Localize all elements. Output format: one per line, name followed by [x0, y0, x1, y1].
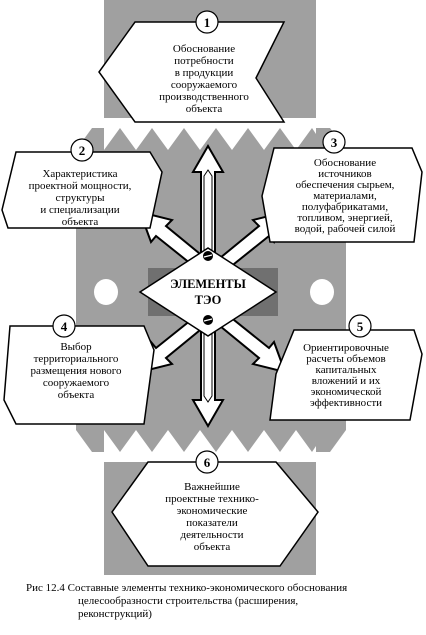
arrow-up: [191, 143, 225, 261]
element-box-4: 4 Выбор территориального размещения ново…: [3, 314, 155, 425]
box-6-line-5: деятельности: [181, 529, 244, 541]
lower-teeth: [104, 430, 316, 462]
box-6-line-2: проектные технико-: [165, 493, 259, 505]
box-2-line-5: объекта: [62, 216, 99, 228]
box-1-line-5: производственного: [159, 91, 249, 103]
box-4-number-badge: [52, 314, 76, 338]
box-3-line-4: материалами,: [313, 190, 377, 202]
box-6-line-1: Важнейшие: [184, 481, 240, 493]
upper-teeth: [104, 118, 316, 150]
box-1-line-3: в продукции: [175, 67, 234, 79]
box-4-line-3: размещения нового: [30, 365, 122, 377]
box-2-line-3: структуры: [56, 192, 106, 204]
box-5-line-5: экономической: [311, 386, 382, 398]
arrow-down-right: [218, 314, 287, 374]
arrow-down-left: [138, 314, 207, 374]
box-6-number: 6: [204, 455, 211, 470]
element-box-3: 3 Обоснование источников обеспечения сыр…: [261, 130, 423, 243]
arrow-up-left: [138, 210, 207, 270]
box-1-line-1: Обоснование: [173, 43, 235, 55]
box-1-line-6: объекта: [186, 103, 223, 115]
box-3-line-2: источников: [318, 168, 371, 180]
box-4-line-5: объекта: [58, 389, 95, 401]
box-2-line-1: Характеристика: [42, 168, 117, 180]
caption-line-3: реконструкций): [78, 608, 152, 620]
element-box-2: 2 Характеристика проектной мощности, стр…: [1, 138, 163, 229]
box-2-number-badge: [70, 138, 94, 162]
element-box-6: 6 Важнейшие проектные технико- экономиче…: [111, 450, 319, 567]
box-3-number: 3: [331, 135, 338, 150]
element-box-1: 1 Обоснование потребности в продукции со…: [98, 10, 286, 123]
box-6-line-3: экономические: [177, 505, 248, 517]
box-1-number-badge: [195, 10, 219, 34]
box-3-line-6: топливом, энергией,: [297, 212, 392, 224]
box-6-line-6: объекта: [194, 541, 231, 553]
box-1-line-4: сооружаемого: [171, 79, 238, 91]
right-hole: [310, 279, 334, 305]
center-label-line-2: ТЭО: [195, 293, 222, 307]
box-3-line-7: водой, рабочей силой: [295, 223, 396, 235]
caption-line-1: Рис 12.4 Составные элементы технико-экон…: [26, 582, 348, 594]
box-4-line-4: сооружаемого: [43, 377, 110, 389]
box-4-number: 4: [61, 319, 68, 334]
box-5-line-4: вложений и их: [312, 375, 381, 387]
arrow-down: [191, 321, 225, 429]
element-box-5: 5 Ориентировочные расчеты объемов капита…: [269, 314, 423, 421]
box-3-line-5: полуфабрикатами,: [302, 201, 388, 213]
box-5-line-1: Ориентировочные: [303, 342, 389, 354]
box-4-line-1: Выбор: [60, 341, 92, 353]
center-element: ЭЛЕМЕНТЫ ТЭО: [138, 247, 278, 337]
box-4-line-2: территориального: [34, 353, 119, 365]
box-2-line-2: проектной мощности,: [29, 180, 132, 192]
box-5-line-6: эффективности: [310, 397, 382, 409]
figure-caption: Рис 12.4 Составные элементы технико-экон…: [26, 582, 416, 621]
box-1-line-2: потребности: [174, 55, 234, 67]
box-1-number: 1: [204, 15, 211, 30]
left-hole: [94, 279, 118, 305]
box-5-number: 5: [357, 319, 364, 334]
box-6-line-4: показатели: [186, 517, 238, 529]
box-3-number-badge: [322, 130, 346, 154]
box-2-number: 2: [79, 143, 86, 158]
box-5-line-3: капитальных: [316, 364, 377, 376]
box-2-line-4: и специализации: [40, 204, 119, 216]
box-5-number-badge: [348, 314, 372, 338]
box-6-number-badge: [195, 450, 219, 474]
center-diamond: [138, 247, 278, 337]
box-5-line-2: расчеты объемов: [306, 353, 385, 365]
center-label-line-1: ЭЛЕМЕНТЫ: [170, 277, 247, 291]
box-3-line-1: Обоснование: [314, 157, 376, 169]
box-3-line-3: обеспечения сырьем,: [296, 179, 395, 191]
caption-line-2: целесообразности строительства (расширен…: [78, 595, 299, 607]
